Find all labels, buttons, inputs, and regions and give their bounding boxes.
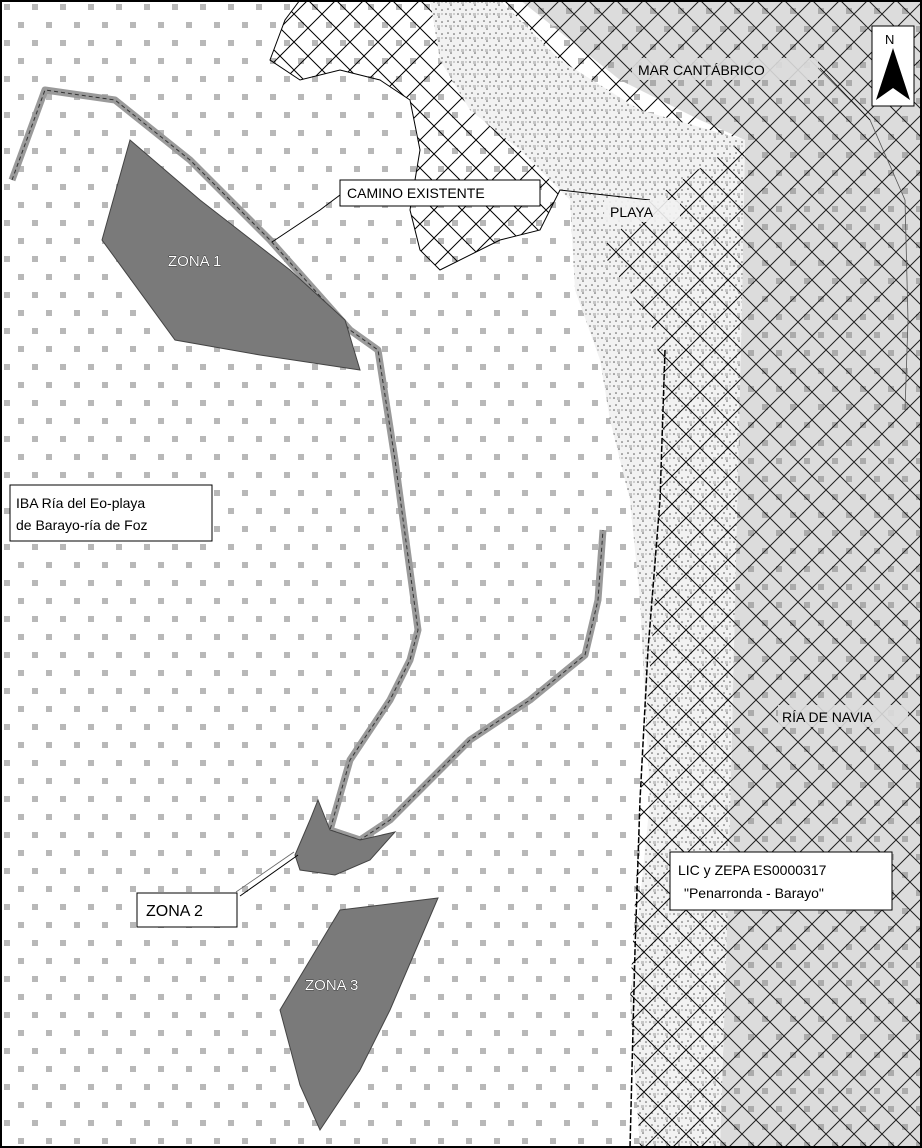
north-label: N bbox=[885, 32, 894, 47]
lic-label-box bbox=[669, 851, 893, 911]
playa-label: PLAYA bbox=[610, 204, 654, 220]
leader-camino bbox=[271, 194, 341, 243]
iba-label-line2: de Barayo-ría de Foz bbox=[16, 517, 148, 533]
camino-label-box bbox=[339, 179, 541, 207]
leader-zona2 bbox=[239, 854, 299, 897]
zona-1-label: ZONA 1 bbox=[168, 253, 221, 270]
lic-label-line2: "Penarronda - Barayo" bbox=[684, 885, 824, 901]
coastline bbox=[629, 349, 666, 1148]
camino-label: CAMINO EXISTENTE bbox=[347, 185, 485, 201]
north-arrow-icon: N bbox=[871, 25, 915, 107]
leader-mar bbox=[819, 67, 871, 121]
iba-label-box bbox=[9, 484, 213, 542]
zona-3-label: ZONA 3 bbox=[305, 977, 358, 994]
lic-label-line1: LIC y ZEPA ES0000317 bbox=[678, 862, 827, 878]
zona-2-label-box bbox=[136, 892, 238, 928]
ria-label: RÍA DE NAVIA bbox=[782, 709, 873, 725]
zona-2-area[interactable] bbox=[294, 798, 397, 876]
mar-label: MAR CANTÁBRICO bbox=[638, 62, 765, 78]
ria-label-bg bbox=[778, 705, 908, 727]
zona-2-label: ZONA 2 bbox=[146, 903, 203, 920]
existing-road-center bbox=[11, 89, 604, 841]
iba-label-line1: IBA Ría del Eo-playa bbox=[16, 495, 145, 511]
leader-zona2-b bbox=[235, 851, 295, 893]
zona-3-area[interactable] bbox=[279, 897, 439, 1132]
lic-boundary bbox=[269, 0, 651, 271]
thin-line-east bbox=[809, 59, 909, 411]
mar-label-bg bbox=[632, 58, 818, 80]
playa-label-bg bbox=[604, 200, 680, 222]
zona-1-area[interactable] bbox=[101, 139, 361, 371]
